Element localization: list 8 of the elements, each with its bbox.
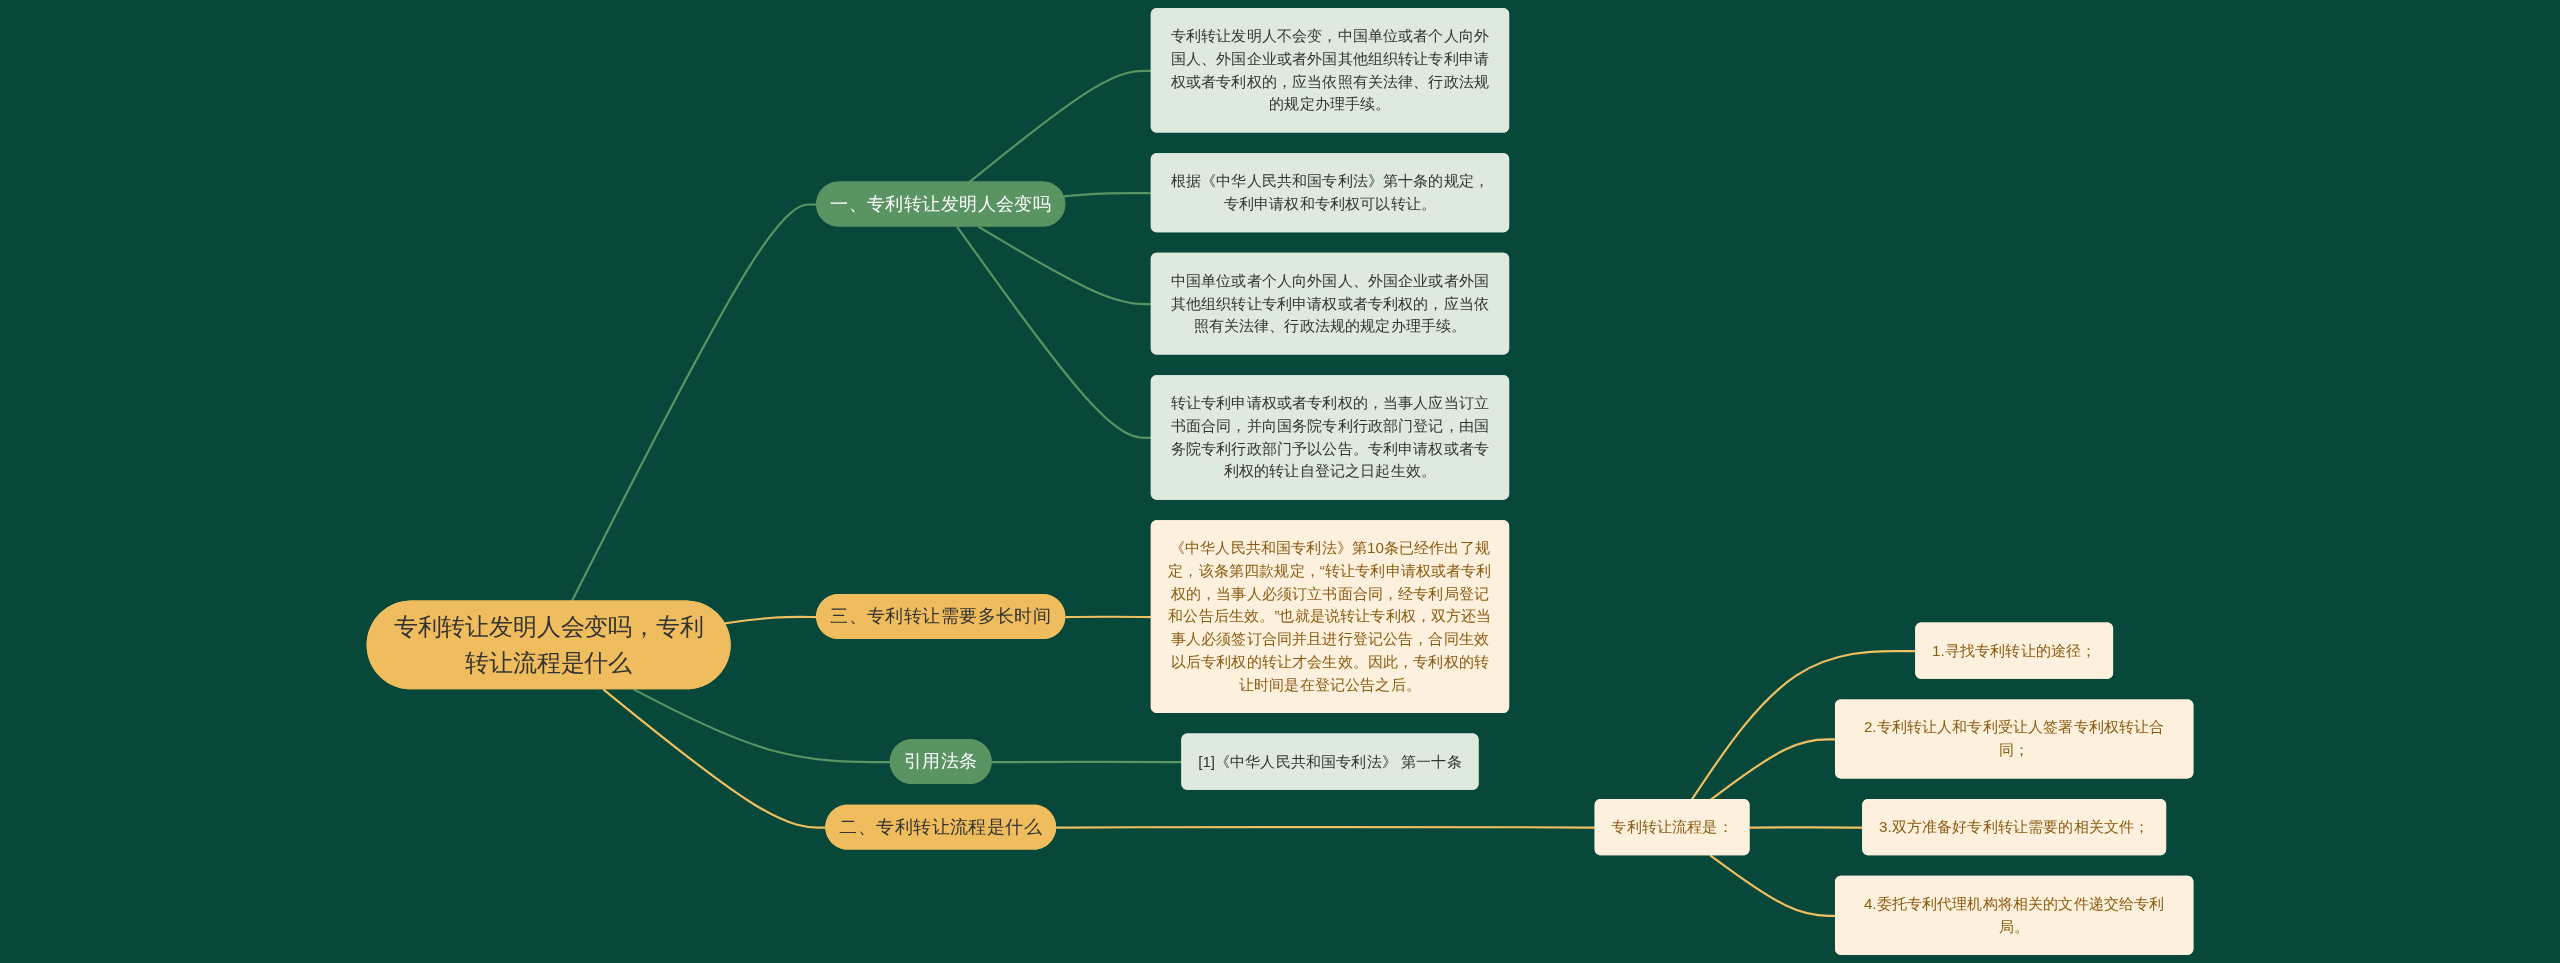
connector [633, 688, 891, 764]
connector [1065, 615, 1152, 619]
connector [1056, 826, 1596, 829]
connector [1063, 191, 1152, 198]
connector [956, 225, 1152, 439]
connector [968, 69, 1152, 184]
connector [977, 225, 1152, 306]
connector [602, 688, 827, 829]
